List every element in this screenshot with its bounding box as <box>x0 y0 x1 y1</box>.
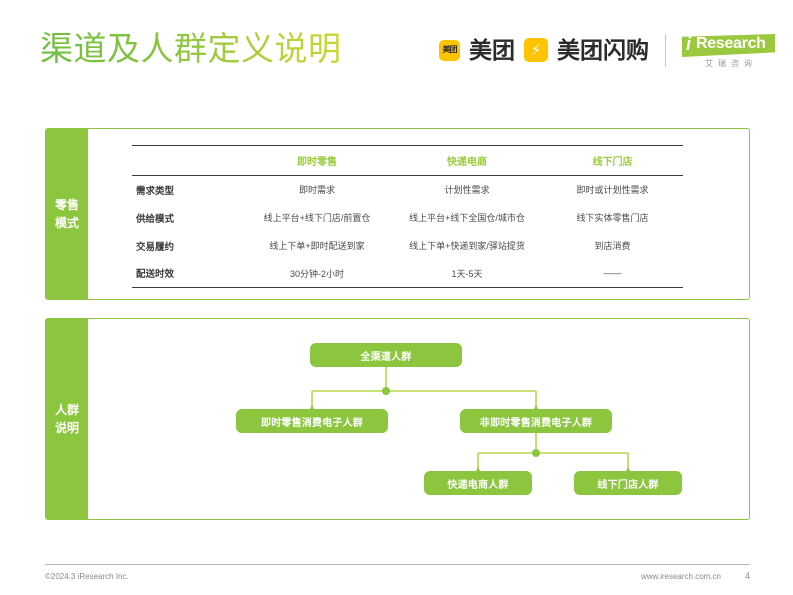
column-header-instant-retail: 即时零售 <box>297 157 337 168</box>
row-label-supply-mode: 供给模式 <box>136 213 175 225</box>
page-title: 渠道及人群定义说明 <box>40 30 342 67</box>
iresearch-logo-mark: i Research <box>682 32 775 58</box>
cell-delivery-offline: —— <box>603 268 622 279</box>
cell-fulfillment-offline: 到店消费 <box>594 241 631 251</box>
retail-strip-line-1: 零售 <box>54 198 79 212</box>
crowd-hierarchy-diagram: 全渠道人群 即时零售消费电子人群 非即时零售消费电子人群 快递电商人群 线下门店… <box>88 319 751 519</box>
footer-copyright: ©2024.3 iResearch Inc. <box>45 571 129 581</box>
footer-website: www.iresearch.com.cn <box>640 571 721 581</box>
footer-page-number: 4 <box>744 571 750 581</box>
column-header-express-ecommerce: 快递电商 <box>447 157 487 168</box>
cell-delivery-express: 1天-5天 <box>451 268 483 279</box>
iresearch-slab-shape <box>682 34 775 57</box>
crowd-strip-line-2: 说明 <box>54 421 79 435</box>
table-corner-cell <box>132 146 242 176</box>
cell-fulfillment-express: 线上下单+快递到家/驿站提货 <box>409 241 525 251</box>
meituan-shangou-logo-text: 美团闪购 <box>557 36 649 63</box>
footer-right-group: www.iresearch.com.cn 4 <box>641 571 750 581</box>
junction-dot-level2 <box>532 449 540 457</box>
retail-mode-panel-body: 即时零售 快递电商 线下门店 需求类型 即时需求 计划性需求 即时或计划性需求 … <box>88 129 749 299</box>
crowd-definition-panel-body: 全渠道人群 即时零售消费电子人群 非即时零售消费电子人群 快递电商人群 线下门店… <box>88 319 749 519</box>
row-label-demand-type: 需求类型 <box>136 185 175 197</box>
cell-supply-express: 线上平台+线下全国仓/城市仓 <box>409 213 525 223</box>
cell-supply-offline: 线下实体零售门店 <box>576 213 649 223</box>
iresearch-wordmark: Research <box>696 35 766 52</box>
row-label-delivery-time: 配送时效 <box>136 269 175 281</box>
row-label-transaction-fulfillment: 交易履约 <box>136 241 175 253</box>
cell-demand-instant: 即时需求 <box>298 185 335 196</box>
meituan-badge-icon: 美团 <box>439 39 460 61</box>
cell-fulfillment-instant: 线上下单+即时配送到家 <box>269 241 365 251</box>
table-row: 需求类型 即时需求 计划性需求 即时或计划性需求 <box>132 176 683 204</box>
node-all-channel-crowd[interactable]: 全渠道人群 <box>310 343 462 367</box>
node-express-ecommerce-crowd[interactable]: 快递电商人群 <box>424 471 532 495</box>
lightning-bolt-icon: ⚡ <box>524 38 548 62</box>
crowd-strip-line-1: 人群 <box>54 403 79 417</box>
junction-dot-level1 <box>382 387 390 395</box>
retail-mode-panel: 零售 模式 即时零售 快递电商 线下门店 需求类型 即时需求 <box>45 128 750 300</box>
cell-demand-express: 计划性需求 <box>444 185 490 196</box>
cell-demand-offline: 即时或计划性需求 <box>576 185 649 196</box>
cell-delivery-instant: 30分钟-2小时 <box>289 268 344 279</box>
crowd-definition-panel: 人群 说明 <box>45 318 750 520</box>
slide-header: 渠道及人群定义说明 美团 美团 ⚡ 美团闪购 i Research 艾瑞咨询 <box>0 0 793 100</box>
table-row: 配送时效 30分钟-2小时 1天-5天 —— <box>132 260 683 288</box>
iresearch-chinese-name: 艾瑞咨询 <box>705 59 757 68</box>
retail-comparison-table: 即时零售 快递电商 线下门店 需求类型 即时需求 计划性需求 即时或计划性需求 … <box>132 145 683 288</box>
logo-divider <box>665 33 666 67</box>
table-head: 即时零售 快递电商 线下门店 <box>132 145 683 176</box>
crowd-definition-strip-label: 人群 说明 <box>46 319 88 519</box>
cell-supply-instant: 线上平台+线下门店/前置仓 <box>263 213 371 223</box>
node-instant-retail-electronics-crowd[interactable]: 即时零售消费电子人群 <box>236 409 388 433</box>
node-offline-store-crowd[interactable]: 线下门店人群 <box>574 471 682 495</box>
slide-footer: ©2024.3 iResearch Inc. www.iresearch.com… <box>45 564 750 581</box>
node-non-instant-retail-electronics-crowd[interactable]: 非即时零售消费电子人群 <box>460 409 612 433</box>
table-body: 需求类型 即时需求 计划性需求 即时或计划性需求 供给模式 线上平台+线下门店/… <box>132 176 683 288</box>
logo-group: 美团 美团 ⚡ 美团闪购 i Research 艾瑞咨询 <box>439 27 775 73</box>
table-row: 交易履约 线上下单+即时配送到家 线上下单+快递到家/驿站提货 到店消费 <box>132 232 683 260</box>
retail-mode-strip-label: 零售 模式 <box>46 129 88 299</box>
column-header-offline-store: 线下门店 <box>592 157 633 168</box>
iresearch-logo: i Research 艾瑞咨询 <box>682 32 775 68</box>
table-header-row: 即时零售 快递电商 线下门店 <box>132 145 683 176</box>
iresearch-i-letter: i <box>686 34 692 54</box>
retail-strip-line-2: 模式 <box>54 216 79 230</box>
table-row: 供给模式 线上平台+线下门店/前置仓 线上平台+线下全国仓/城市仓 线下实体零售… <box>132 204 683 232</box>
meituan-logo-text: 美团 <box>469 36 515 63</box>
